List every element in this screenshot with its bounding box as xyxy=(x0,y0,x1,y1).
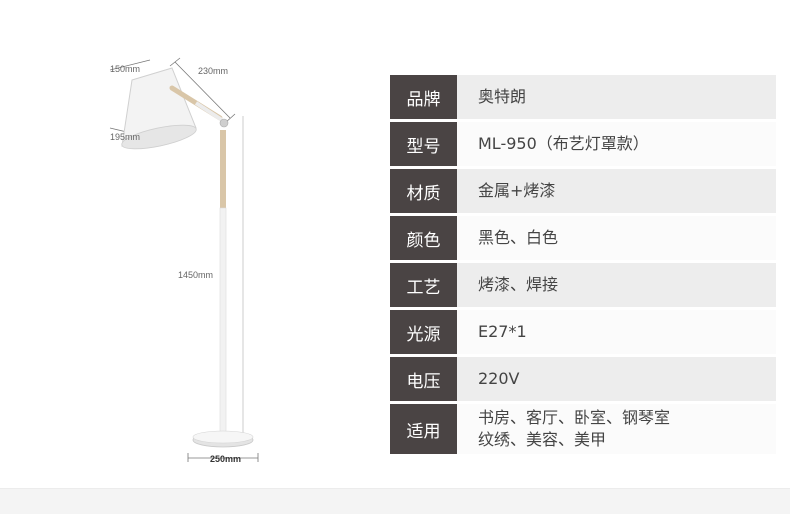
lamp-height-dimension: 1450mm xyxy=(178,270,214,280)
spec-value-line-1: 书房、客厅、卧室、钢琴室 xyxy=(478,408,671,427)
spec-row-usage: 适用 书房、客厅、卧室、钢琴室 纹绣、美容、美甲 xyxy=(390,404,776,454)
spec-value: ML-950（布艺灯罩款） xyxy=(457,122,776,166)
spec-key: 品牌 xyxy=(390,75,457,119)
spec-value: 书房、客厅、卧室、钢琴室 纹绣、美容、美甲 xyxy=(457,404,776,454)
spec-value: 黑色、白色 xyxy=(457,216,776,260)
spec-row-process: 工艺 烤漆、焊接 xyxy=(390,263,776,307)
spec-row-brand: 品牌 奥特朗 xyxy=(390,75,776,119)
spec-key: 材质 xyxy=(390,169,457,213)
spec-key: 适用 xyxy=(390,404,457,454)
footer-band xyxy=(0,488,790,514)
spec-value: 烤漆、焊接 xyxy=(457,263,776,307)
spec-value: 金属+烤漆 xyxy=(457,169,776,213)
spec-row-material: 材质 金属+烤漆 xyxy=(390,169,776,213)
spec-row-color: 颜色 黑色、白色 xyxy=(390,216,776,260)
spec-value: 奥特朗 xyxy=(457,75,776,119)
spec-key: 颜色 xyxy=(390,216,457,260)
lamp-dimension-diagram: 150mm 230mm 195mm 1450mm 250mm xyxy=(100,48,300,478)
spec-key: 光源 xyxy=(390,310,457,354)
base-diameter-dimension: 250mm xyxy=(210,454,242,464)
spec-table: 品牌 奥特朗 型号 ML-950（布艺灯罩款） 材质 金属+烤漆 颜色 黑色、白… xyxy=(390,72,776,457)
shade-bottom-dimension: 195mm xyxy=(110,132,141,142)
shade-top-dimension: 150mm xyxy=(110,64,141,74)
spec-row-voltage: 电压 220V xyxy=(390,357,776,401)
spec-key: 型号 xyxy=(390,122,457,166)
floor-lamp-illustration xyxy=(109,57,259,462)
spec-value: E27*1 xyxy=(457,310,776,354)
spec-row-model: 型号 ML-950（布艺灯罩款） xyxy=(390,122,776,166)
arm-length-dimension: 230mm xyxy=(198,66,229,76)
spec-row-light-source: 光源 E27*1 xyxy=(390,310,776,354)
spec-key: 电压 xyxy=(390,357,457,401)
spec-key: 工艺 xyxy=(390,263,457,307)
spec-value-line-2: 纹绣、美容、美甲 xyxy=(478,430,607,449)
spec-value: 220V xyxy=(457,357,776,401)
